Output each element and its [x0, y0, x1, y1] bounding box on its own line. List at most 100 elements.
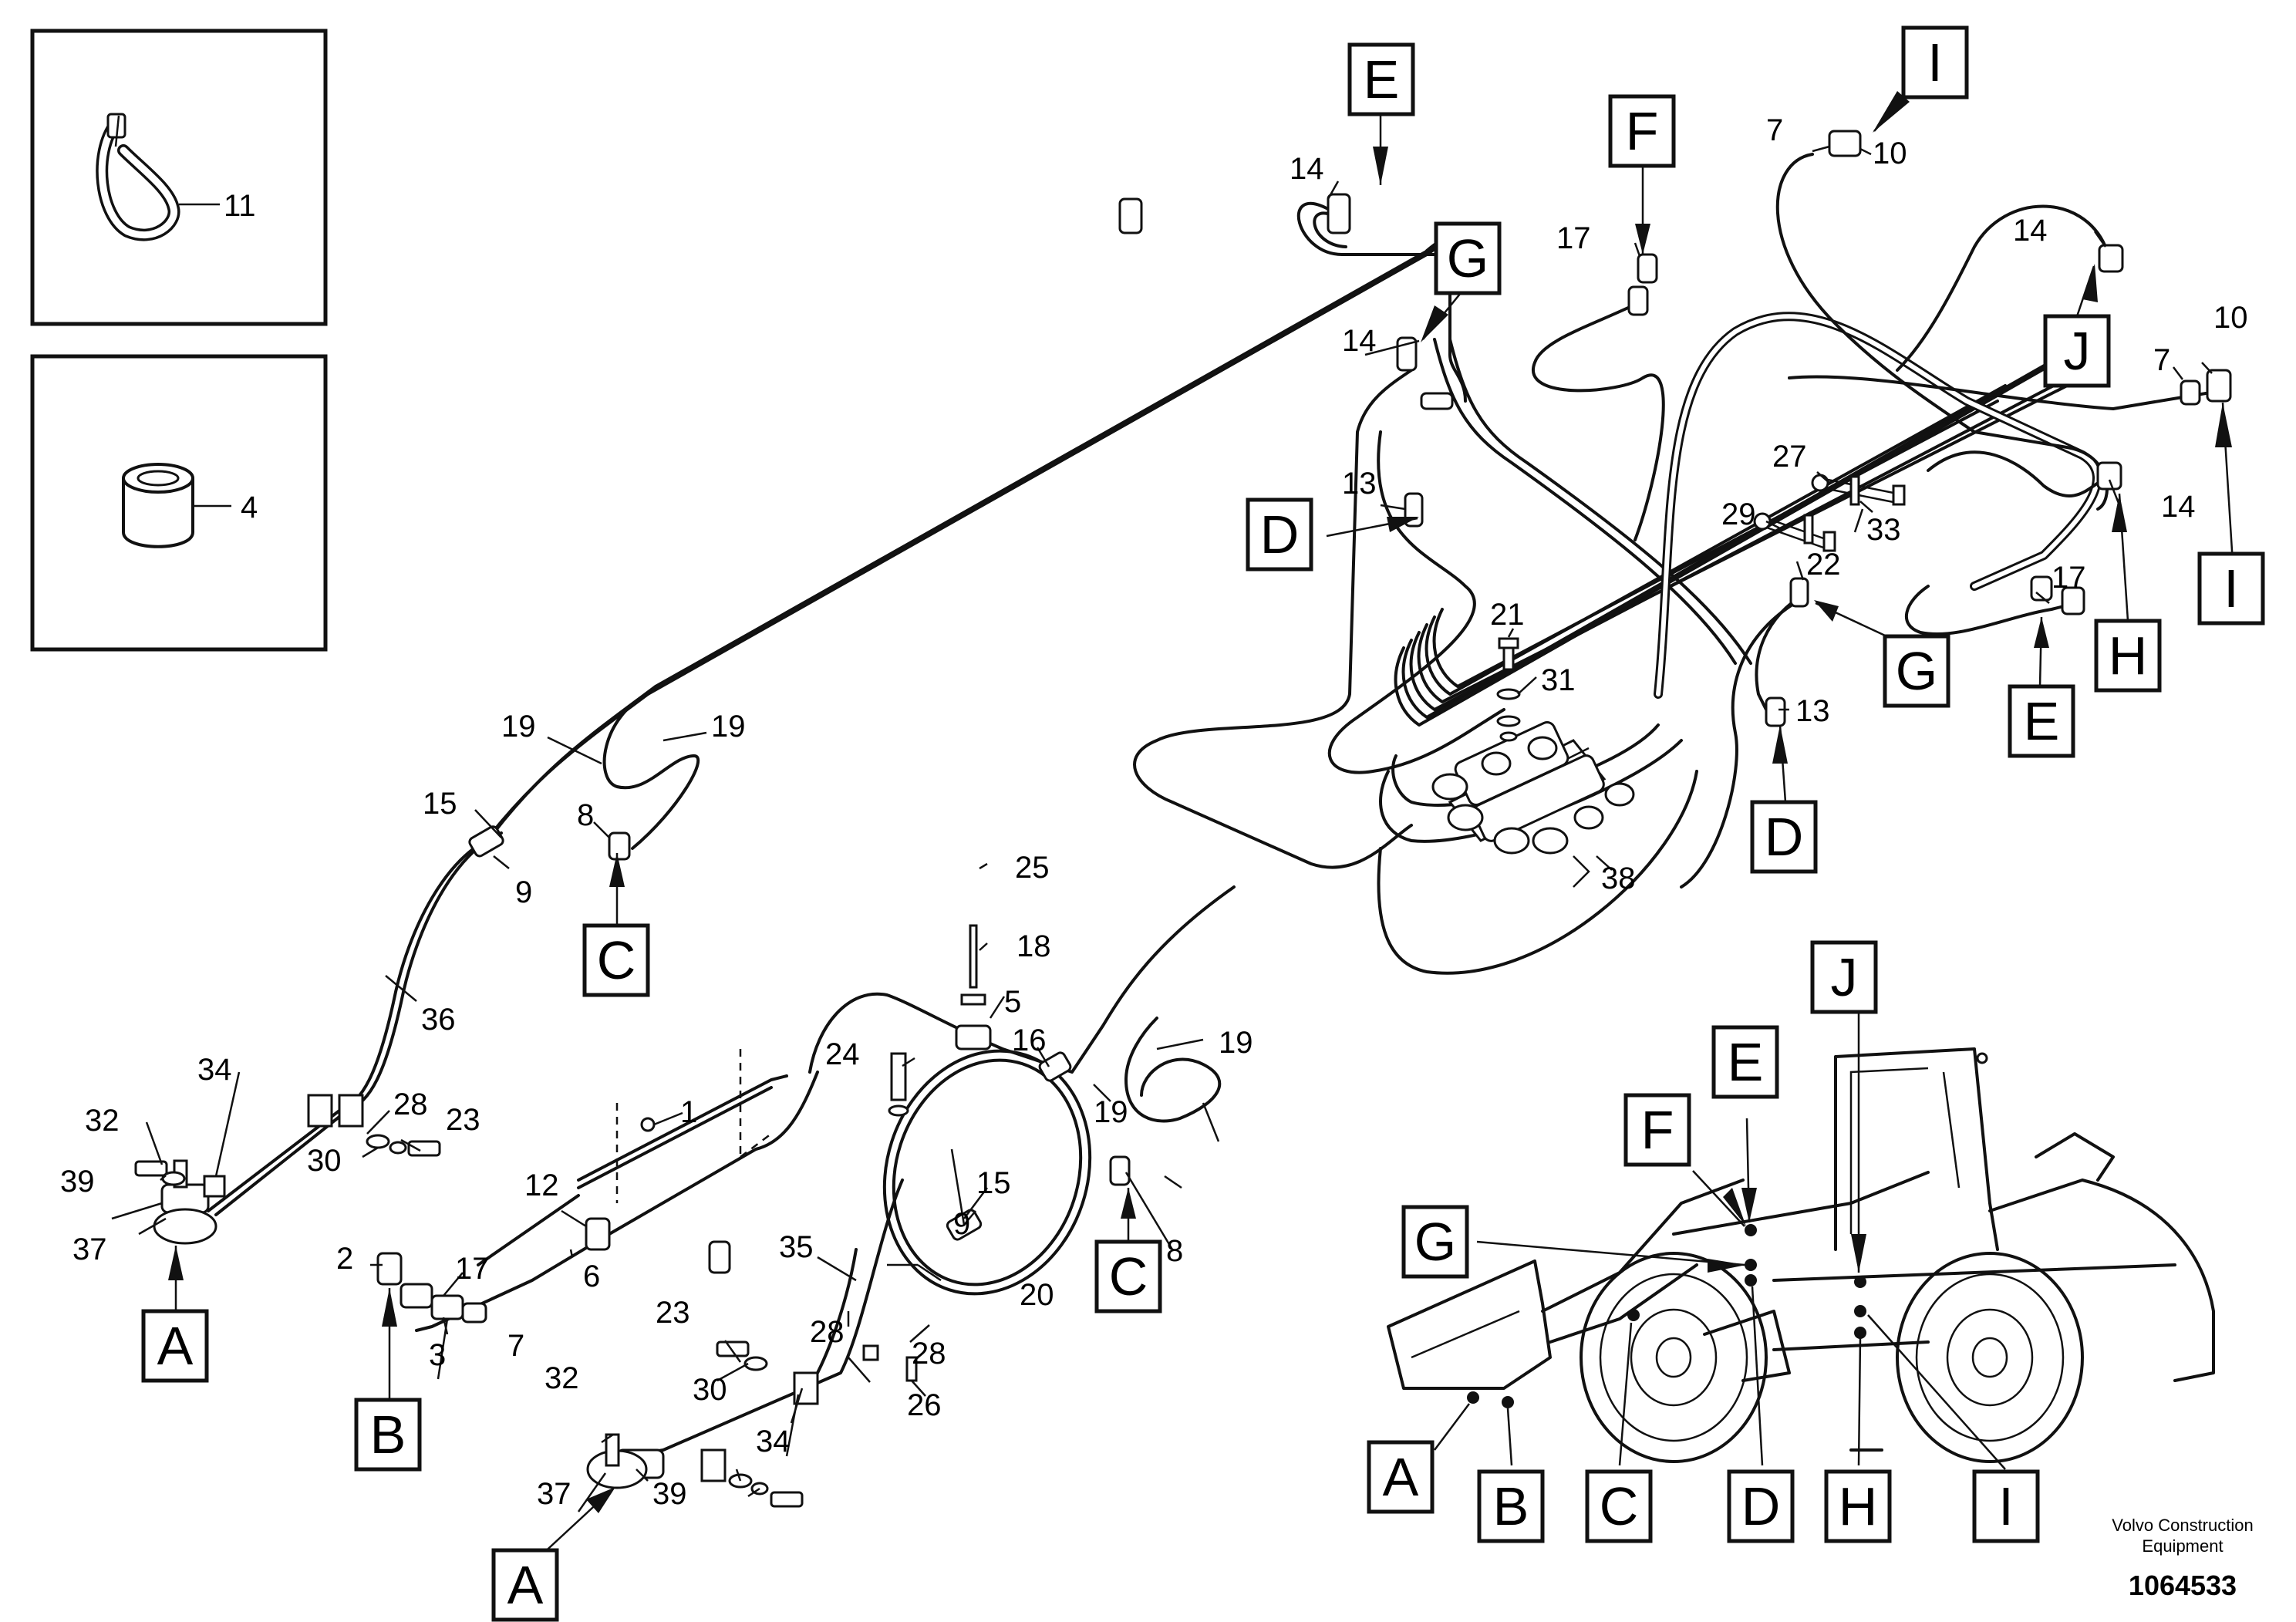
location-label-A: A [141, 1309, 209, 1383]
callout-29: 29 [1721, 497, 1756, 531]
cable-tie-icon [96, 113, 180, 241]
svg-text:J: J [1831, 947, 1858, 1007]
callout-32: 32 [544, 1361, 579, 1395]
callout-20: 20 [1020, 1278, 1054, 1312]
svg-text:C: C [1109, 1246, 1148, 1307]
manufacturer-credit-line2: Equipment [2142, 1536, 2223, 1556]
location-label-E: E [1347, 42, 1415, 116]
callout-36: 36 [421, 1003, 456, 1037]
callout-14: 14 [1342, 324, 1377, 358]
callout-13: 13 [1795, 694, 1830, 728]
location-label-E: E [2008, 684, 2075, 758]
svg-text:I: I [2224, 558, 2238, 619]
callout-9: 9 [515, 875, 532, 909]
location-label-H: H [2094, 619, 2162, 693]
svg-text:F: F [1641, 1100, 1674, 1160]
location-label-G: G [1434, 221, 1502, 295]
callout-10: 10 [2213, 301, 2248, 335]
svg-text:G: G [1414, 1212, 1456, 1272]
callout-leaders [111, 145, 2213, 1512]
callout-23: 23 [446, 1103, 480, 1137]
callout-37: 37 [72, 1233, 107, 1266]
svg-text:J: J [2064, 321, 2091, 381]
callout-17: 17 [455, 1252, 490, 1286]
callout-18: 18 [1017, 929, 1051, 963]
callout-15: 15 [976, 1166, 1011, 1200]
callout-3: 3 [429, 1338, 446, 1372]
svg-text:D: D [1741, 1476, 1781, 1536]
callout-34: 34 [197, 1053, 232, 1087]
callout-4: 4 [241, 491, 258, 524]
callout-27: 27 [1772, 440, 1807, 474]
rear-wheel [1896, 1252, 2084, 1463]
svg-text:G: G [1447, 228, 1489, 288]
drawing-footer: Volvo Construction Equipment 1064533 [2112, 1516, 2253, 1601]
location-label-D: D [1750, 800, 1818, 874]
location-label-F: F [1608, 94, 1676, 168]
location-label-B: B [1477, 1469, 1545, 1543]
callout-8: 8 [1166, 1234, 1183, 1268]
callout-39: 39 [60, 1165, 95, 1199]
callout-35: 35 [779, 1230, 814, 1264]
manufacturer-credit-line1: Volvo Construction [2112, 1516, 2253, 1535]
inset-tie-strap: 11 [30, 29, 328, 326]
location-arrows [168, 76, 2234, 1557]
callout-19: 19 [1219, 1026, 1253, 1060]
callout-19: 19 [1094, 1095, 1128, 1129]
inset-bushing: 4 [30, 354, 328, 652]
callout-17: 17 [2052, 561, 2086, 595]
callout-21: 21 [1490, 598, 1525, 632]
callout-31: 31 [1541, 663, 1576, 697]
callout-7: 7 [1766, 113, 1783, 147]
svg-text:B: B [1493, 1476, 1529, 1536]
callout-15: 15 [423, 787, 457, 821]
location-label-A: A [1367, 1440, 1435, 1514]
svg-text:I: I [1998, 1476, 2013, 1536]
location-label-H: H [1824, 1469, 1892, 1543]
callout-7: 7 [507, 1329, 524, 1363]
svg-text:C: C [1600, 1476, 1639, 1536]
callout-14: 14 [1290, 152, 1324, 186]
svg-text:A: A [507, 1555, 544, 1615]
location-label-G: G [1401, 1205, 1469, 1279]
wheel-loader-illustration [1387, 1047, 2215, 1463]
bushing-icon [122, 463, 194, 548]
front-wheel [1580, 1252, 1768, 1463]
svg-text:H: H [2109, 626, 2148, 686]
location-label-B: B [354, 1398, 422, 1472]
callout-5: 5 [1004, 985, 1021, 1019]
callout-10: 10 [1873, 137, 1907, 170]
location-label-C: C [582, 923, 650, 997]
callout-8: 8 [577, 798, 594, 832]
location-label-E: E [1711, 1025, 1779, 1099]
hose-coil-20 [882, 1049, 1092, 1296]
callout-9: 9 [953, 1207, 970, 1241]
callout-14: 14 [2161, 490, 2196, 524]
drawing-number: 1064533 [2129, 1570, 2237, 1601]
svg-text:I: I [1927, 32, 1942, 93]
location-label-A: A [491, 1548, 559, 1622]
location-label-J: J [2043, 314, 2111, 388]
location-label-I: I [1901, 25, 1969, 99]
callout-7: 7 [2153, 343, 2170, 377]
callout-28: 28 [912, 1337, 946, 1371]
callout-30: 30 [693, 1373, 727, 1407]
callout-25: 25 [1015, 851, 1050, 885]
callout-16: 16 [1012, 1023, 1047, 1057]
callout-17: 17 [1556, 221, 1591, 255]
svg-text:D: D [1765, 807, 1804, 867]
svg-text:E: E [1364, 49, 1400, 110]
callout-6: 6 [583, 1259, 600, 1293]
callout-30: 30 [307, 1144, 342, 1178]
svg-text:E: E [2024, 691, 2060, 751]
fittings [134, 130, 2232, 1508]
control-valve-38 [1431, 637, 1635, 888]
callout-1: 1 [680, 1095, 697, 1129]
location-label-C: C [1585, 1469, 1653, 1543]
callout-32: 32 [85, 1104, 120, 1138]
svg-text:A: A [1383, 1447, 1419, 1507]
part-callouts: 14 14 14 14 17 17 17 7 7 7 10 10 13 13 2… [60, 113, 2248, 1511]
callout-12: 12 [524, 1168, 559, 1202]
callout-37: 37 [537, 1477, 571, 1511]
